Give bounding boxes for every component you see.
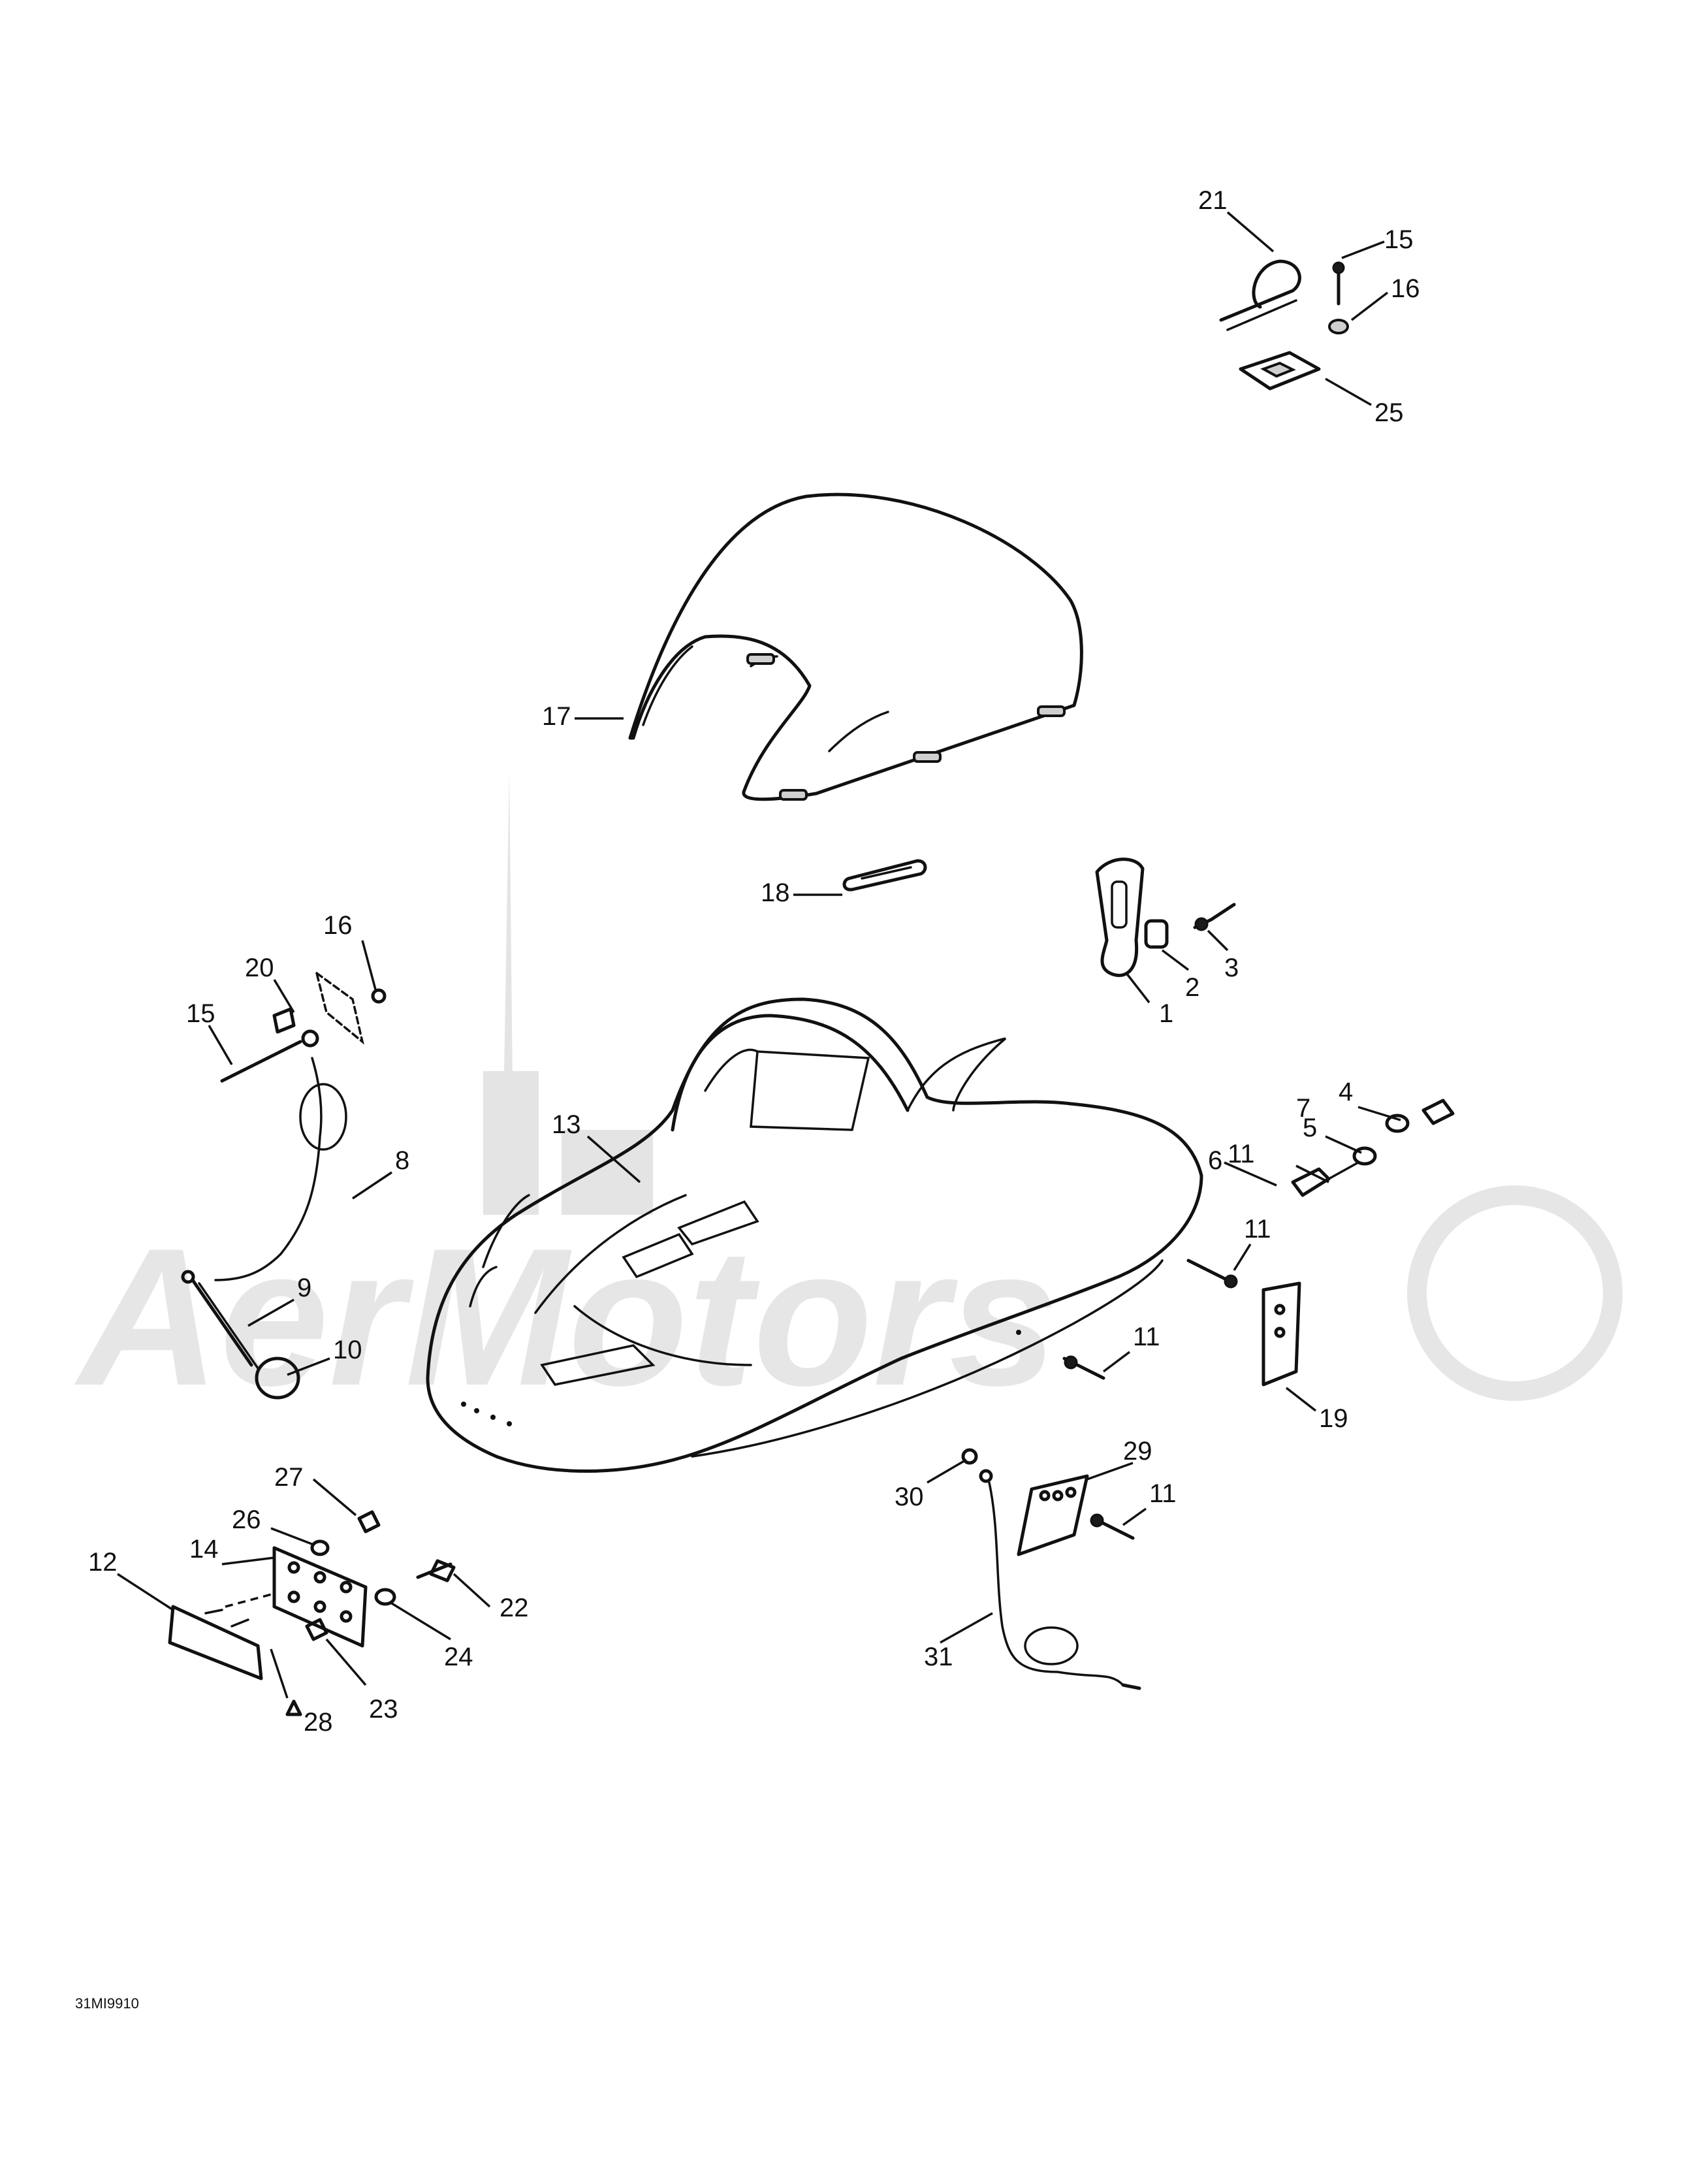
callout-21: 21 [1198,186,1228,215]
callout-2: 2 [1185,973,1199,1002]
watermark: AerMotors [72,771,1623,1426]
callout-5: 5 [1303,1114,1317,1142]
callout-3: 3 [1224,954,1239,982]
windshield [628,492,1083,801]
callout-25: 25 [1374,398,1404,427]
callout-13: 13 [552,1110,581,1139]
callout-18: 18 [761,878,790,907]
rear-plate-tether [961,1448,1141,1690]
lower-bracket-assembly [168,1510,456,1716]
callout-14: 14 [189,1535,219,1564]
callout-16-b: 16 [323,911,353,940]
callout-29: 29 [1123,1437,1152,1466]
handle-assembly [1095,858,1236,977]
callout-labels: 1 2 3 4 5 6 7 8 9 10 11 11 11 11 12 13 1… [88,186,1420,1737]
callout-17: 17 [542,702,571,731]
callout-19: 19 [1319,1404,1348,1433]
callout-1: 1 [1159,999,1173,1028]
callout-10: 10 [333,1336,362,1364]
callout-11-c: 11 [1149,1479,1177,1508]
figure-code: 31MI9910 [75,1995,139,2012]
callout-6: 6 [1208,1146,1222,1175]
callout-27: 27 [274,1463,304,1492]
left-tether-assembly [181,970,387,1400]
cable-tie-assembly [1219,259,1349,391]
callout-26: 26 [232,1505,261,1534]
callout-31: 31 [924,1643,953,1671]
leader-lines [117,211,1401,1699]
callout-15-b: 15 [186,999,215,1028]
callout-11-d: 11 [1228,1140,1255,1168]
skid-plate [1262,1281,1301,1387]
hood [426,997,1203,1473]
callout-11-a: 11 [1244,1215,1271,1244]
windshield-clip [842,859,927,891]
callout-7: 7 [1296,1094,1310,1123]
callout-9: 9 [297,1274,311,1302]
callout-20: 20 [245,954,274,982]
callout-30: 30 [895,1483,924,1511]
callout-12: 12 [88,1548,118,1577]
callout-22: 22 [500,1594,529,1622]
callout-4: 4 [1339,1078,1353,1106]
callout-28: 28 [304,1708,333,1737]
callout-15-a: 15 [1384,225,1414,254]
callout-8: 8 [395,1146,409,1175]
callout-16-a: 16 [1391,274,1420,303]
callout-24: 24 [444,1643,473,1671]
callout-11-b: 11 [1133,1323,1160,1351]
callout-23: 23 [369,1695,398,1724]
watermark-lettering: AerMotors [72,1207,1058,1426]
rivets [1062,1259,1238,1540]
